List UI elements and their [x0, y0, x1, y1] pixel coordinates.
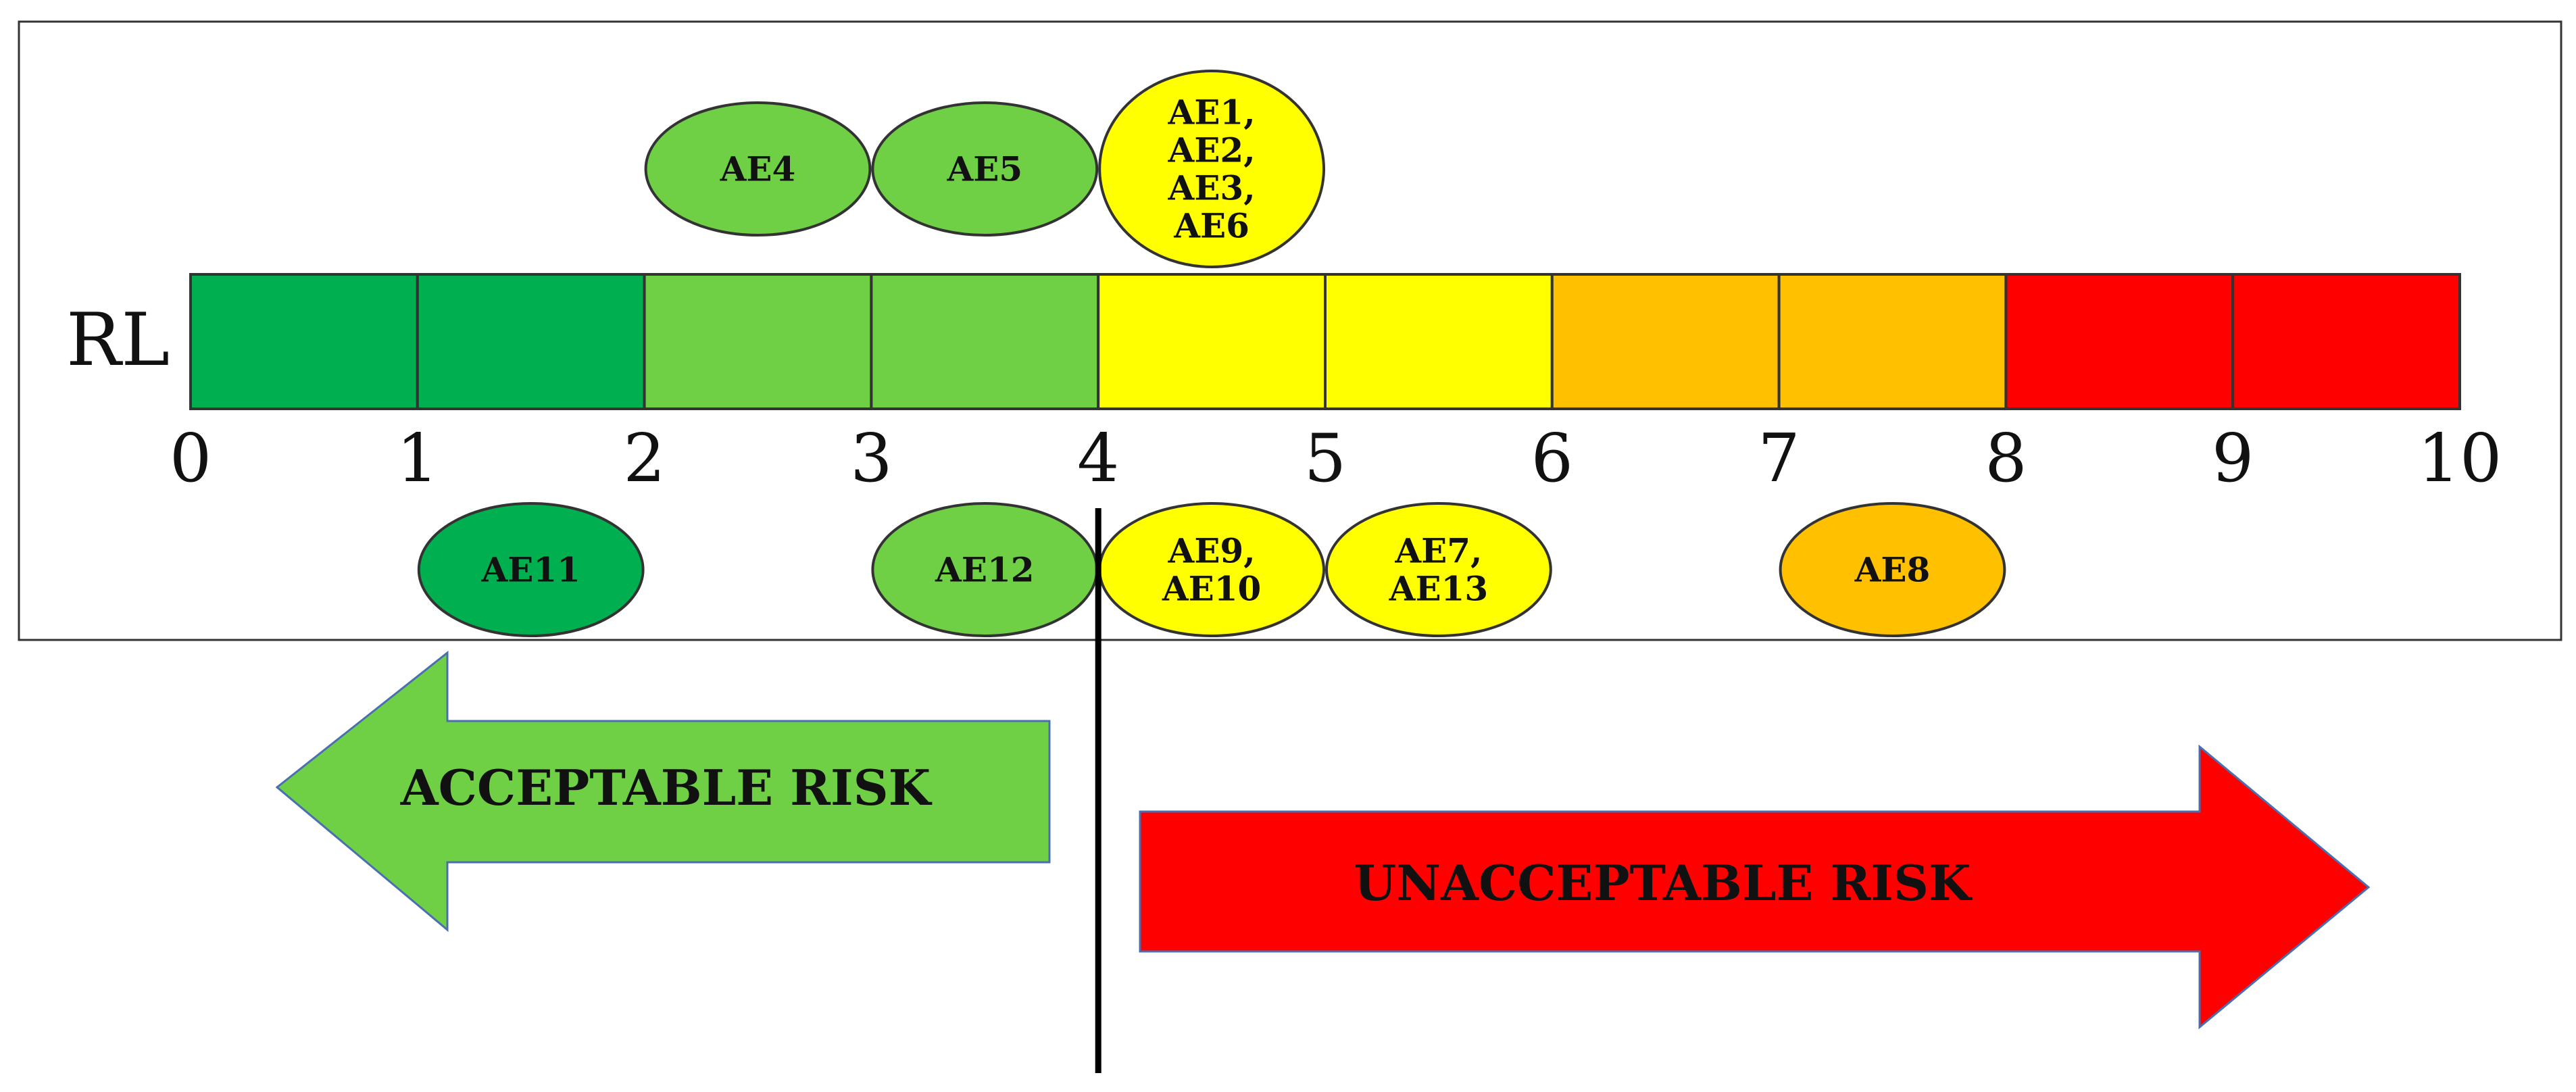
scale-cell: [2004, 273, 2235, 410]
tick-label: 0: [170, 420, 212, 497]
events-above-scale: AE4 AE5 AE1,AE2,AE3,AE6: [644, 70, 1325, 268]
risk-event-label: AE3,: [1168, 168, 1256, 208]
risk-event-ellipse: [871, 101, 1099, 237]
risk-event-ellipse: [417, 502, 645, 637]
tick-label: 3: [850, 420, 892, 497]
risk-event: AE5: [871, 101, 1099, 237]
tick-label: 5: [1304, 420, 1346, 497]
acceptable-risk-arrow: ACCEPTABLE RISK: [275, 650, 1051, 933]
unacceptable-risk-label: UNACCEPTABLE RISK: [1354, 854, 1973, 912]
risk-event: AE1,AE2,AE3,AE6: [1098, 70, 1325, 268]
scale-cell: [189, 273, 419, 410]
tick-label: 1: [397, 420, 439, 497]
risk-event-ellipse: [1324, 502, 1552, 637]
risk-event: AE4: [644, 101, 872, 237]
risk-event-ellipse: [1779, 502, 2006, 637]
risk-event-label: AE9,: [1168, 531, 1256, 571]
risk-event-label: AE1,: [1168, 93, 1256, 132]
risk-event-ellipse: [1098, 70, 1325, 268]
risk-event: AE8: [1779, 502, 2006, 637]
unacceptable-arrow-shape: [1139, 744, 2371, 1030]
scale-cell: [1777, 273, 2008, 410]
risk-event: AE9,AE10: [1098, 502, 1325, 637]
tick-label: 7: [1758, 420, 1800, 497]
risk-scale-bar: [189, 273, 2461, 410]
risk-level-axis-label: RL: [66, 298, 170, 382]
risk-event-label: AE4: [720, 149, 796, 189]
risk-event-label: AE11: [480, 550, 580, 590]
tick-label: 8: [1985, 420, 2027, 497]
scale-cell: [2231, 273, 2461, 410]
tick-label: 10: [2418, 420, 2502, 497]
tick-label: 9: [2212, 420, 2254, 497]
risk-event-label: AE7,: [1394, 531, 1482, 571]
risk-event-ellipse: [644, 101, 872, 237]
scale-cell: [1097, 273, 1327, 410]
scale-cell: [416, 273, 646, 410]
acceptable-risk-label: ACCEPTABLE RISK: [400, 759, 933, 816]
unacceptable-risk-arrow: UNACCEPTABLE RISK: [1139, 744, 2371, 1030]
scale-cell: [643, 273, 873, 410]
scale-cell: [1324, 273, 1554, 410]
risk-event-label: AE6: [1173, 206, 1249, 246]
acceptable-arrow-shape: [275, 650, 1051, 933]
tick-label: 4: [1077, 420, 1119, 497]
risk-scale-ticks: 0 1 2 3 4 5 6 7 8 9 10: [170, 420, 2502, 497]
risk-event-label: AE5: [946, 149, 1022, 189]
risk-event: AE7,AE13: [1324, 502, 1552, 637]
scale-cell: [870, 273, 1100, 410]
risk-event-label: AE13: [1389, 569, 1488, 609]
tick-label: 2: [623, 420, 665, 497]
risk-event-label: AE12: [935, 550, 1034, 590]
tick-label: 6: [1531, 420, 1573, 497]
risk-event: AE11: [417, 502, 645, 637]
risk-event-label: AE10: [1162, 569, 1261, 609]
risk-event-label: AE2,: [1168, 130, 1256, 170]
risk-event-label: AE8: [1854, 550, 1931, 590]
risk-event: AE12: [871, 502, 1099, 637]
scale-cell: [1550, 273, 1781, 410]
